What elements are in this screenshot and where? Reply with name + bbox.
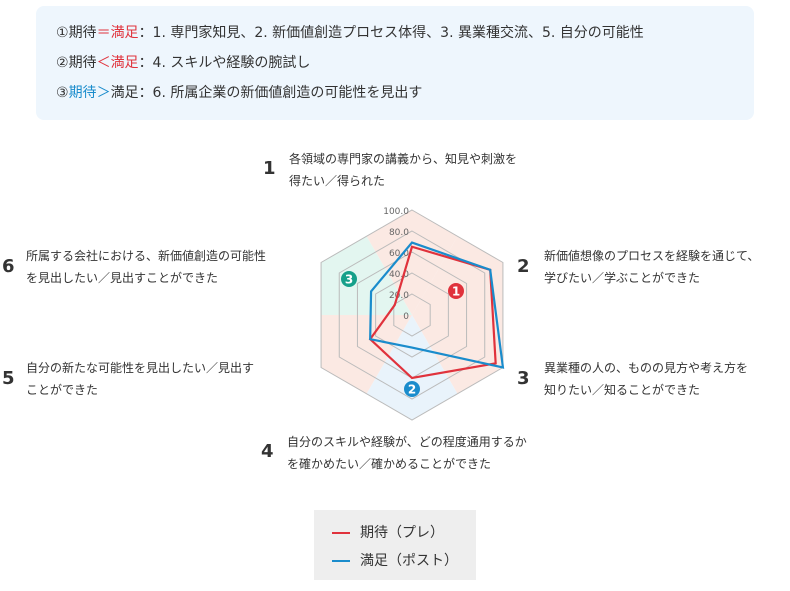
- axis-label-line: 所属する会社における、新価値創造の可能性: [26, 249, 267, 263]
- marker-text: 3: [345, 273, 353, 287]
- axis-label-4: 自分のスキルや経験が、どの程度通用するかを確かめたい／確かめることができた: [287, 431, 527, 475]
- tick-label: 60.0: [389, 249, 409, 259]
- axis-number-4: 4: [261, 441, 274, 462]
- axis-label-line: 知りたい／知ることができた: [544, 383, 701, 397]
- legend-item-pre: 期待（プレ）: [332, 522, 444, 542]
- tick-label: 100.0: [383, 207, 409, 217]
- note-line-1: ①期待＝満足：1. 専門家知見、2. 新価値創造プロセス体得、3. 異業種交流、…: [56, 22, 644, 42]
- note-line-3: ③期待＞満足：6. 所属企業の新価値創造の可能性を見出す: [56, 82, 422, 102]
- axis-label-2: 新価値想像のプロセスを経験を通じて、学びたい／学ぶことができた: [544, 245, 759, 289]
- axis-label-5: 自分の新たな可能性を見出したい／見出すことができた: [26, 357, 254, 401]
- note-a: 期待: [68, 55, 97, 71]
- marker-badge-3: [341, 271, 357, 287]
- note-prefix: ③: [56, 85, 69, 101]
- note-rest: ：6. 所属企業の新価値創造の可能性を見出す: [138, 85, 423, 101]
- axis-number-5: 5: [2, 368, 15, 389]
- axis-number-1: 1: [263, 158, 276, 179]
- marker-text: 1: [452, 285, 460, 299]
- axis-label-3: 異業種の人の、ものの見方や考え方を知りたい／知ることができた: [544, 357, 748, 401]
- axis-label-line: 自分のスキルや経験が、どの程度通用するか: [287, 435, 527, 449]
- note-a: 期待: [68, 25, 97, 41]
- legend-swatch: [332, 532, 350, 534]
- sector-6: [321, 236, 412, 315]
- tick-label: 20.0: [389, 291, 409, 301]
- tick-label: 0: [403, 312, 409, 322]
- legend-label: 期待（プレ）: [360, 525, 444, 541]
- axis-number-3: 3: [517, 368, 530, 389]
- axis-label-line: 各領域の専門家の講義から、知見や刺激を: [289, 152, 518, 166]
- axis-label-line: 学びたい／学ぶことができた: [544, 271, 701, 285]
- axis-label-line: 自分の新たな可能性を見出したい／見出す: [26, 361, 255, 375]
- note-b: 満足: [110, 85, 139, 101]
- sector-3: [412, 315, 503, 394]
- grid-ring: [320, 209, 504, 421]
- note-op: ＜: [96, 55, 111, 71]
- note-line-2: ②期待＜満足：4. スキルや経験の腕試し: [56, 52, 310, 72]
- sector-2: [412, 236, 503, 315]
- grid-ring: [338, 230, 486, 400]
- note-prefix: ②: [56, 55, 69, 71]
- axis-label-line: ことができた: [26, 383, 99, 397]
- note-op: ＞: [96, 85, 111, 101]
- tick-label: 80.0: [389, 228, 409, 238]
- axis-label-line: を見出したい／見出すことができた: [26, 271, 219, 285]
- summary-note: ①期待＝満足：1. 専門家知見、2. 新価値創造プロセス体得、3. 異業種交流、…: [36, 6, 754, 120]
- sector-1: [366, 210, 458, 315]
- grid-ring: [375, 272, 449, 358]
- axis-number-6: 6: [2, 256, 15, 277]
- axis-label-6: 所属する会社における、新価値創造の可能性を見出したい／見出すことができた: [26, 245, 266, 289]
- note-prefix: ①: [56, 25, 69, 41]
- sector-4: [366, 315, 458, 420]
- axis-label-line: 得たい／得られた: [289, 174, 386, 188]
- axis-number-2: 2: [517, 256, 530, 277]
- note-b: 満足: [110, 55, 139, 71]
- axis-label-1: 各領域の専門家の講義から、知見や刺激を得たい／得られた: [289, 148, 517, 192]
- note-rest: ：4. スキルや経験の腕試し: [138, 55, 311, 71]
- note-a: 期待: [68, 85, 97, 101]
- axis-label-line: を確かめたい／確かめることができた: [287, 457, 492, 471]
- note-op: ＝: [96, 25, 111, 41]
- sector-5: [321, 315, 412, 394]
- chart-legend: 期待（プレ） 満足（ポスト）: [314, 510, 476, 580]
- axis-label-line: 新価値想像のプロセスを経験を通じて、: [544, 249, 760, 263]
- legend-label: 満足（ポスト）: [360, 553, 458, 569]
- legend-item-post: 満足（ポスト）: [332, 550, 458, 570]
- note-b: 満足: [110, 25, 139, 41]
- marker-text: 2: [408, 383, 416, 397]
- marker-badge-2: [404, 381, 420, 397]
- tick-label: 40.0: [389, 270, 409, 280]
- legend-swatch: [332, 560, 350, 562]
- note-rest: ：1. 専門家知見、2. 新価値創造プロセス体得、3. 異業種交流、5. 自分の…: [138, 25, 644, 41]
- marker-badge-1: [448, 283, 464, 299]
- axis-label-line: 異業種の人の、ものの見方や考え方を: [544, 361, 749, 375]
